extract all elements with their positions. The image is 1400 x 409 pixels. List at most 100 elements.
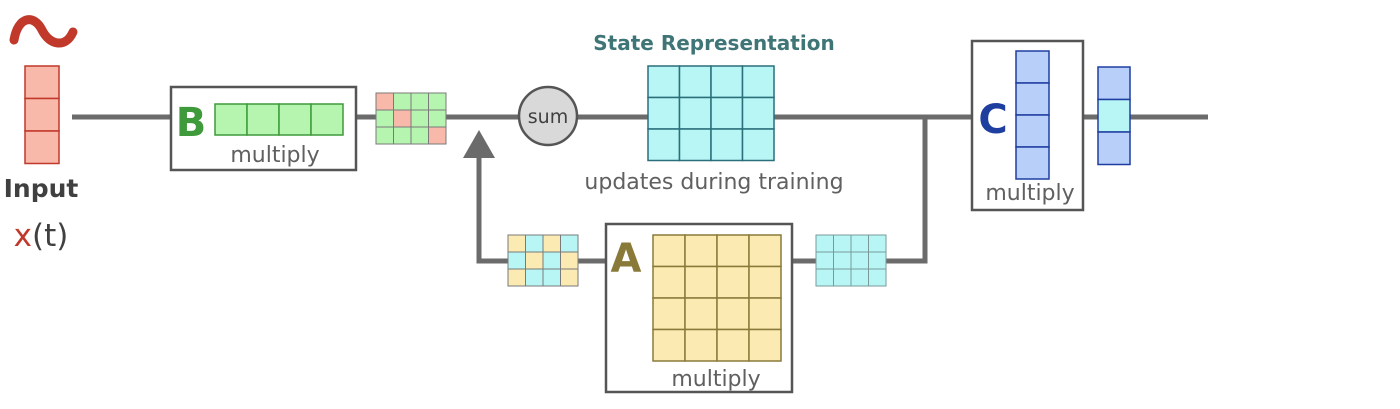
sum-label: sum xyxy=(528,106,568,128)
input-vector xyxy=(24,65,60,165)
a-matrix-cell xyxy=(716,297,750,331)
input-vector-cell xyxy=(24,65,60,100)
a-matrix-cell xyxy=(748,328,782,362)
state-matrix-cell xyxy=(741,65,775,99)
b-input-product-grid xyxy=(375,92,447,145)
feedback-state-grid xyxy=(815,234,887,287)
b-input-product-cell xyxy=(410,92,429,111)
feedback-mixed-cell xyxy=(507,251,526,270)
input-var-t: (t) xyxy=(32,218,68,254)
c-multiply-label: multiply xyxy=(985,181,1074,206)
line-feedback-up xyxy=(476,156,508,264)
c-matrix xyxy=(1015,50,1050,180)
feedback-mixed-cell xyxy=(542,268,561,287)
a-matrix-cell xyxy=(684,234,718,268)
output-vector-cell xyxy=(1097,66,1131,101)
output-vector-cell xyxy=(1097,98,1131,133)
b-input-product-cell xyxy=(428,126,447,145)
a-letter: A xyxy=(611,236,642,282)
feedback-mixed-cell xyxy=(542,234,561,253)
state-matrix-cell xyxy=(741,128,775,162)
b-input-product-cell xyxy=(428,109,447,128)
feedback-mixed-cell xyxy=(560,251,579,270)
input-wave-icon xyxy=(9,15,78,48)
a-matrix-cell xyxy=(716,234,750,268)
feedback-state-cell xyxy=(850,251,869,270)
feedback-mixed-grid xyxy=(507,234,579,287)
sum-node xyxy=(517,85,579,147)
b-input-product-cell xyxy=(393,109,412,128)
feedback-state-cell xyxy=(815,251,834,270)
input-label: Input xyxy=(4,174,79,203)
state-representation-title: State Representation xyxy=(593,31,834,55)
a-matrix-cell xyxy=(652,297,686,331)
input-vector-cell xyxy=(24,130,60,165)
a-matrix-cell xyxy=(652,265,686,299)
feedback-state-cell xyxy=(850,234,869,253)
input-var-x: x xyxy=(14,218,32,254)
b-matrix-cell xyxy=(310,103,344,136)
feedback-state-cell xyxy=(815,268,834,287)
state-matrix-cell xyxy=(647,128,681,162)
b-matrix-cell xyxy=(278,103,312,136)
feedback-state-cell xyxy=(833,268,852,287)
b-input-product-cell xyxy=(410,126,429,145)
b-matrix-cell xyxy=(214,103,248,136)
a-matrix-cell xyxy=(684,297,718,331)
c-matrix-cell xyxy=(1015,50,1050,84)
b-input-product-cell xyxy=(375,92,394,111)
a-matrix-cell xyxy=(652,234,686,268)
a-matrix-cell xyxy=(716,265,750,299)
a-matrix-cell xyxy=(748,297,782,331)
b-letter: B xyxy=(176,100,207,146)
feedback-mixed-cell xyxy=(560,268,579,287)
updates-label: updates during training xyxy=(584,170,843,195)
b-input-product-cell xyxy=(393,92,412,111)
a-matrix-cell xyxy=(684,265,718,299)
c-matrix-cell xyxy=(1015,82,1050,116)
feedback-mixed-cell xyxy=(507,268,526,287)
a-matrix-cell xyxy=(748,265,782,299)
a-matrix-cell xyxy=(748,234,782,268)
feedback-mixed-cell xyxy=(560,234,579,253)
output-vector-cell xyxy=(1097,131,1131,166)
a-matrix xyxy=(652,234,782,362)
state-matrix-cell xyxy=(741,96,775,130)
state-matrix-cell xyxy=(710,128,744,162)
feedback-mixed-cell xyxy=(525,251,544,270)
output-vector xyxy=(1097,66,1131,166)
feedback-mixed-cell xyxy=(542,251,561,270)
feedback-state-cell xyxy=(815,234,834,253)
input-variable: x(t) xyxy=(14,218,69,254)
b-input-product-cell xyxy=(428,92,447,111)
state-matrix-cell xyxy=(678,96,712,130)
c-matrix-cell xyxy=(1015,146,1050,180)
a-matrix-cell xyxy=(684,328,718,362)
b-matrix-cell xyxy=(246,103,280,136)
state-matrix-cell xyxy=(710,96,744,130)
state-matrix-cell xyxy=(678,65,712,99)
state-matrix-cell xyxy=(710,65,744,99)
state-matrix-cell xyxy=(678,128,712,162)
state-matrix-cell xyxy=(647,65,681,99)
a-multiply-label: multiply xyxy=(671,367,760,392)
feedback-state-cell xyxy=(868,251,887,270)
state-matrix-cell xyxy=(647,96,681,130)
b-matrix xyxy=(214,103,344,136)
feedback-mixed-cell xyxy=(525,234,544,253)
feedback-mixed-cell xyxy=(525,268,544,287)
feedback-mixed-cell xyxy=(507,234,526,253)
a-matrix-cell xyxy=(716,328,750,362)
feedback-state-cell xyxy=(850,268,869,287)
b-input-product-cell xyxy=(410,109,429,128)
feedback-state-cell xyxy=(833,251,852,270)
b-input-product-cell xyxy=(393,126,412,145)
feedback-arrow-head xyxy=(463,130,495,158)
b-multiply-label: multiply xyxy=(230,143,319,168)
state-matrix xyxy=(647,65,775,162)
feedback-state-cell xyxy=(868,234,887,253)
c-matrix-cell xyxy=(1015,114,1050,148)
feedback-state-cell xyxy=(868,268,887,287)
line-feedback-down xyxy=(886,117,928,264)
